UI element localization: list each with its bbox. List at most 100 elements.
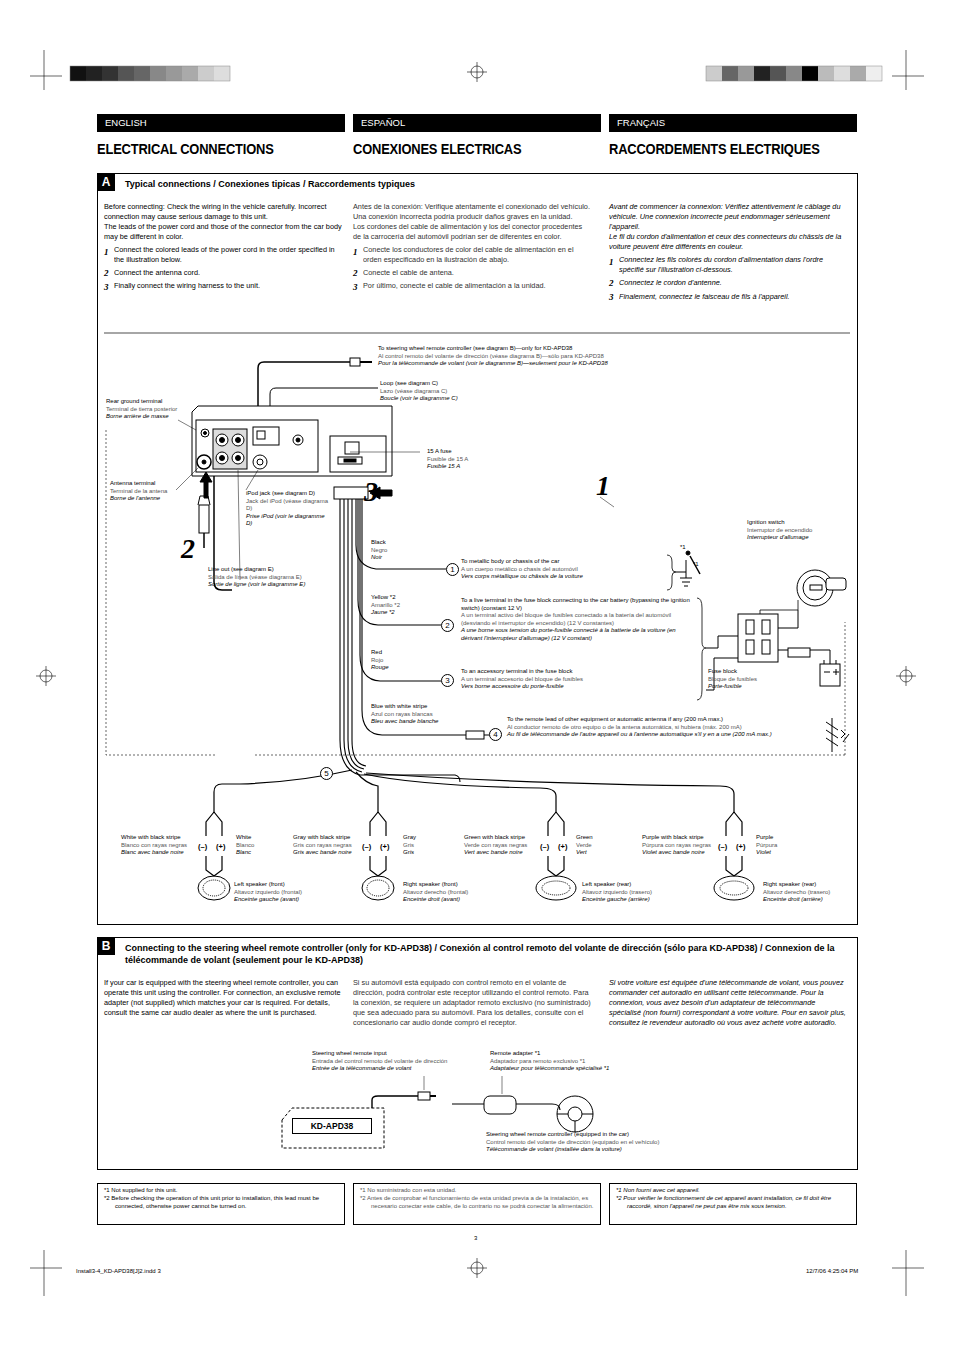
label-group: Purple with black stripePúrpura con raya…: [642, 834, 722, 857]
polarity-sign: (+): [380, 843, 400, 851]
caption-text: Fuse block: [708, 668, 784, 676]
caption-text: Pour la télécommande de volant (voir le …: [378, 360, 698, 368]
label-group: Fuse blockBloque de fusiblesPorte-fusibl…: [708, 668, 784, 691]
caption-text: Right speaker (rear): [763, 881, 853, 889]
footnote-box: *1 No suministrado con esta unidad.*2 An…: [353, 1183, 601, 1225]
polarity-sign: (+): [736, 843, 756, 851]
step-number: 3: [609, 292, 619, 303]
caption-text: Borne de l'antenne: [110, 495, 180, 503]
label-group: To a live terminal in the fuse block con…: [461, 597, 693, 642]
caption-text: 12/7/06 4:25:04 PM: [806, 1268, 906, 1276]
polarity-sign: (–): [540, 843, 560, 851]
caption-text: 3: [474, 1235, 486, 1243]
body-text: Connectez le cordon d'antenne.: [619, 278, 847, 288]
label-group: iPod jack (see diagram D)Jack del iPod (…: [246, 490, 330, 528]
caption-text: Left speaker (rear): [582, 881, 692, 889]
caption-text: Télécommande de volant (installée dans l…: [486, 1146, 726, 1154]
polarity-sign: (–): [362, 843, 382, 851]
caption-text: Noir: [371, 554, 431, 562]
caption-text: To the remote lead of other equipment or…: [507, 716, 807, 724]
label-group: Gray with black stripeGris con rayas neg…: [293, 834, 367, 857]
body-text: Conecte el cable de antena.: [363, 268, 591, 278]
label-group: Yellow *2Amarillo *2Jaune *2: [371, 594, 431, 617]
caption-text: Violet avec bande noire: [642, 849, 722, 857]
label-group: (+): [558, 843, 578, 851]
node-label: FRANÇAIS: [617, 114, 857, 132]
section-badge: A: [97, 173, 115, 191]
caption-text: A une borne sous tension du porte-fusibl…: [461, 627, 693, 642]
caption-text: Blue with white stripe: [371, 703, 483, 711]
caption-text: Steering wheel remote controller (equipp…: [486, 1131, 726, 1139]
body-text: The leads of the power cord and those of…: [104, 222, 342, 242]
dashed-boundary: [106, 430, 845, 755]
caption-text: Left speaker (front): [234, 881, 344, 889]
label-group: Line out (see diagram E)Salida de línea …: [208, 566, 348, 589]
body-text: Si votre voiture est équipée d'une téléc…: [609, 978, 847, 1028]
node-label: B: [97, 937, 115, 955]
label-group: Loop (see diagram C)Lazo (véase diagrama…: [380, 380, 500, 403]
caption-text: Bloque de fusibles: [708, 676, 784, 684]
body-text: Le fil du cordon d'alimentation et ceux …: [609, 232, 847, 252]
label-group: To steering wheel remote controller (see…: [378, 345, 698, 368]
arrow: [200, 472, 212, 498]
caption-text: Purple: [756, 834, 796, 842]
language-tab: ESPAÑOL: [353, 114, 601, 132]
callout-circle: 4: [489, 728, 502, 741]
caption-text: Install3-4_KD-APD38[J]2.indd 3: [76, 1268, 276, 1276]
caption-text: Blanco: [236, 842, 276, 850]
caption-text: Verde: [576, 842, 616, 850]
caption-text: Blanc avec bande noire: [121, 849, 201, 857]
label-group: Before connecting: Check the wiring in t…: [104, 202, 342, 293]
label-group: If your car is equipped with the steerin…: [104, 978, 342, 1018]
remote-cable: [258, 362, 350, 406]
section-badge: B: [97, 937, 115, 955]
step-number: 3: [104, 282, 114, 293]
caption-text: Negro: [371, 547, 431, 555]
label-group: To metallic body or chassis of the carA …: [461, 558, 671, 581]
antenna-symbol: [826, 718, 849, 752]
caption-text: A un terminal accesorio del bloque de fu…: [461, 676, 671, 684]
caption-text: Blanco con rayas negras: [121, 842, 201, 850]
caption-text: Bleu avec bande blanche: [371, 718, 483, 726]
caption-text: Fusible 15 A: [427, 463, 507, 471]
loop-wire: [270, 388, 378, 406]
footnote-box: *1 Not supplied for this unit.*2 Before …: [97, 1183, 345, 1225]
caption-text: Enceinte gauche (arrière): [582, 896, 692, 904]
plug: [350, 358, 360, 366]
caption-text: A un terminal activo del bloque de fusib…: [461, 612, 693, 627]
callout-circle: 1: [446, 563, 459, 576]
node-label: 1: [447, 564, 458, 575]
connector: [466, 731, 484, 739]
body-text: Si su automóvil está equipado con contro…: [353, 978, 591, 1028]
body-text: Avant de commencer la connexion: Vérifie…: [609, 202, 847, 232]
caption-text: iPod jack (see diagram D): [246, 490, 330, 498]
plug-tip: [360, 361, 372, 363]
divider: [104, 333, 850, 334]
callout-circle: 2: [441, 619, 454, 632]
label-group: RedRojoRouge: [371, 649, 431, 672]
caption-text: Blanc: [236, 849, 276, 857]
caption-text: Control remoto del volante de dirección …: [486, 1139, 726, 1147]
label-group: Left speaker (front)Altavoz izquierdo (f…: [234, 881, 344, 904]
border: [70, 66, 882, 81]
caption-text: A un cuerpo metálico o chasis del automó…: [461, 566, 671, 574]
body-text: Finalement, connectez le faisceau de fil…: [619, 292, 847, 302]
label-group: Ignition switchInterruptor de encendidoI…: [747, 519, 847, 542]
fuse-block: [706, 610, 840, 690]
body-text: Antes de la conexión: Verifique atentame…: [353, 202, 591, 222]
page-title: ELECTRICAL CONNECTIONS: [97, 141, 355, 158]
caption-text: Vers borne accessoire du porte-fusible: [461, 683, 671, 691]
label-group: Install3-4_KD-APD38[J]2.indd 3: [76, 1268, 276, 1276]
footnote-text: *1 Non fourni avec cet appareil.: [616, 1187, 850, 1195]
caption-text: Vers corps métallique ou châssis de la v…: [461, 573, 671, 581]
step-number: 2: [609, 278, 619, 289]
caption-text: Gray with black stripe: [293, 834, 367, 842]
body-text: Los cordones del cable de alimentación y…: [353, 222, 591, 242]
caption-text: Entrée de la télécommande de volant: [312, 1065, 482, 1073]
caption-text: Vert: [576, 849, 616, 857]
caption-text: Gris: [403, 849, 443, 857]
language-tab: FRANÇAIS: [609, 114, 857, 132]
label-group: Si votre voiture est équipée d'une téléc…: [609, 978, 847, 1028]
caption-text: Gray: [403, 834, 443, 842]
footnote-text: *1 No suministrado con esta unidad.: [360, 1187, 594, 1195]
